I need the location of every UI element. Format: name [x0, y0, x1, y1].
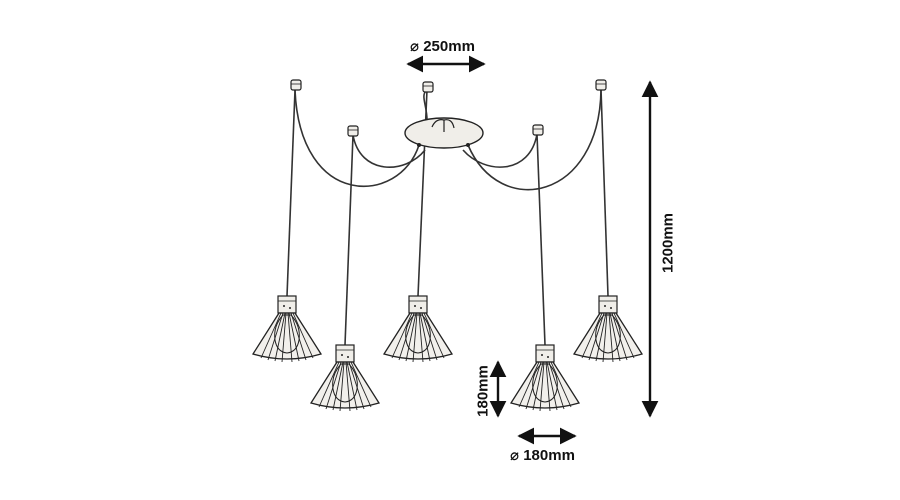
ceiling-canopy — [404, 117, 484, 149]
pendant-shades — [252, 295, 643, 412]
pendant-shade-3 — [383, 295, 453, 363]
canopy-diameter-label: ⌀ 250mm — [410, 38, 475, 55]
cables — [286, 88, 609, 346]
total-height-label: 1200mm — [659, 212, 677, 274]
shade-diameter-label: ⌀ 180mm — [510, 447, 575, 464]
shade-height-label: 180mm — [474, 365, 492, 417]
dimension-arrows — [406, 55, 659, 445]
pendant-shade-4 — [510, 344, 580, 412]
pendant-shade-2 — [310, 344, 380, 412]
pendant-shade-5 — [573, 295, 643, 363]
pendant-shade-1 — [252, 295, 322, 363]
